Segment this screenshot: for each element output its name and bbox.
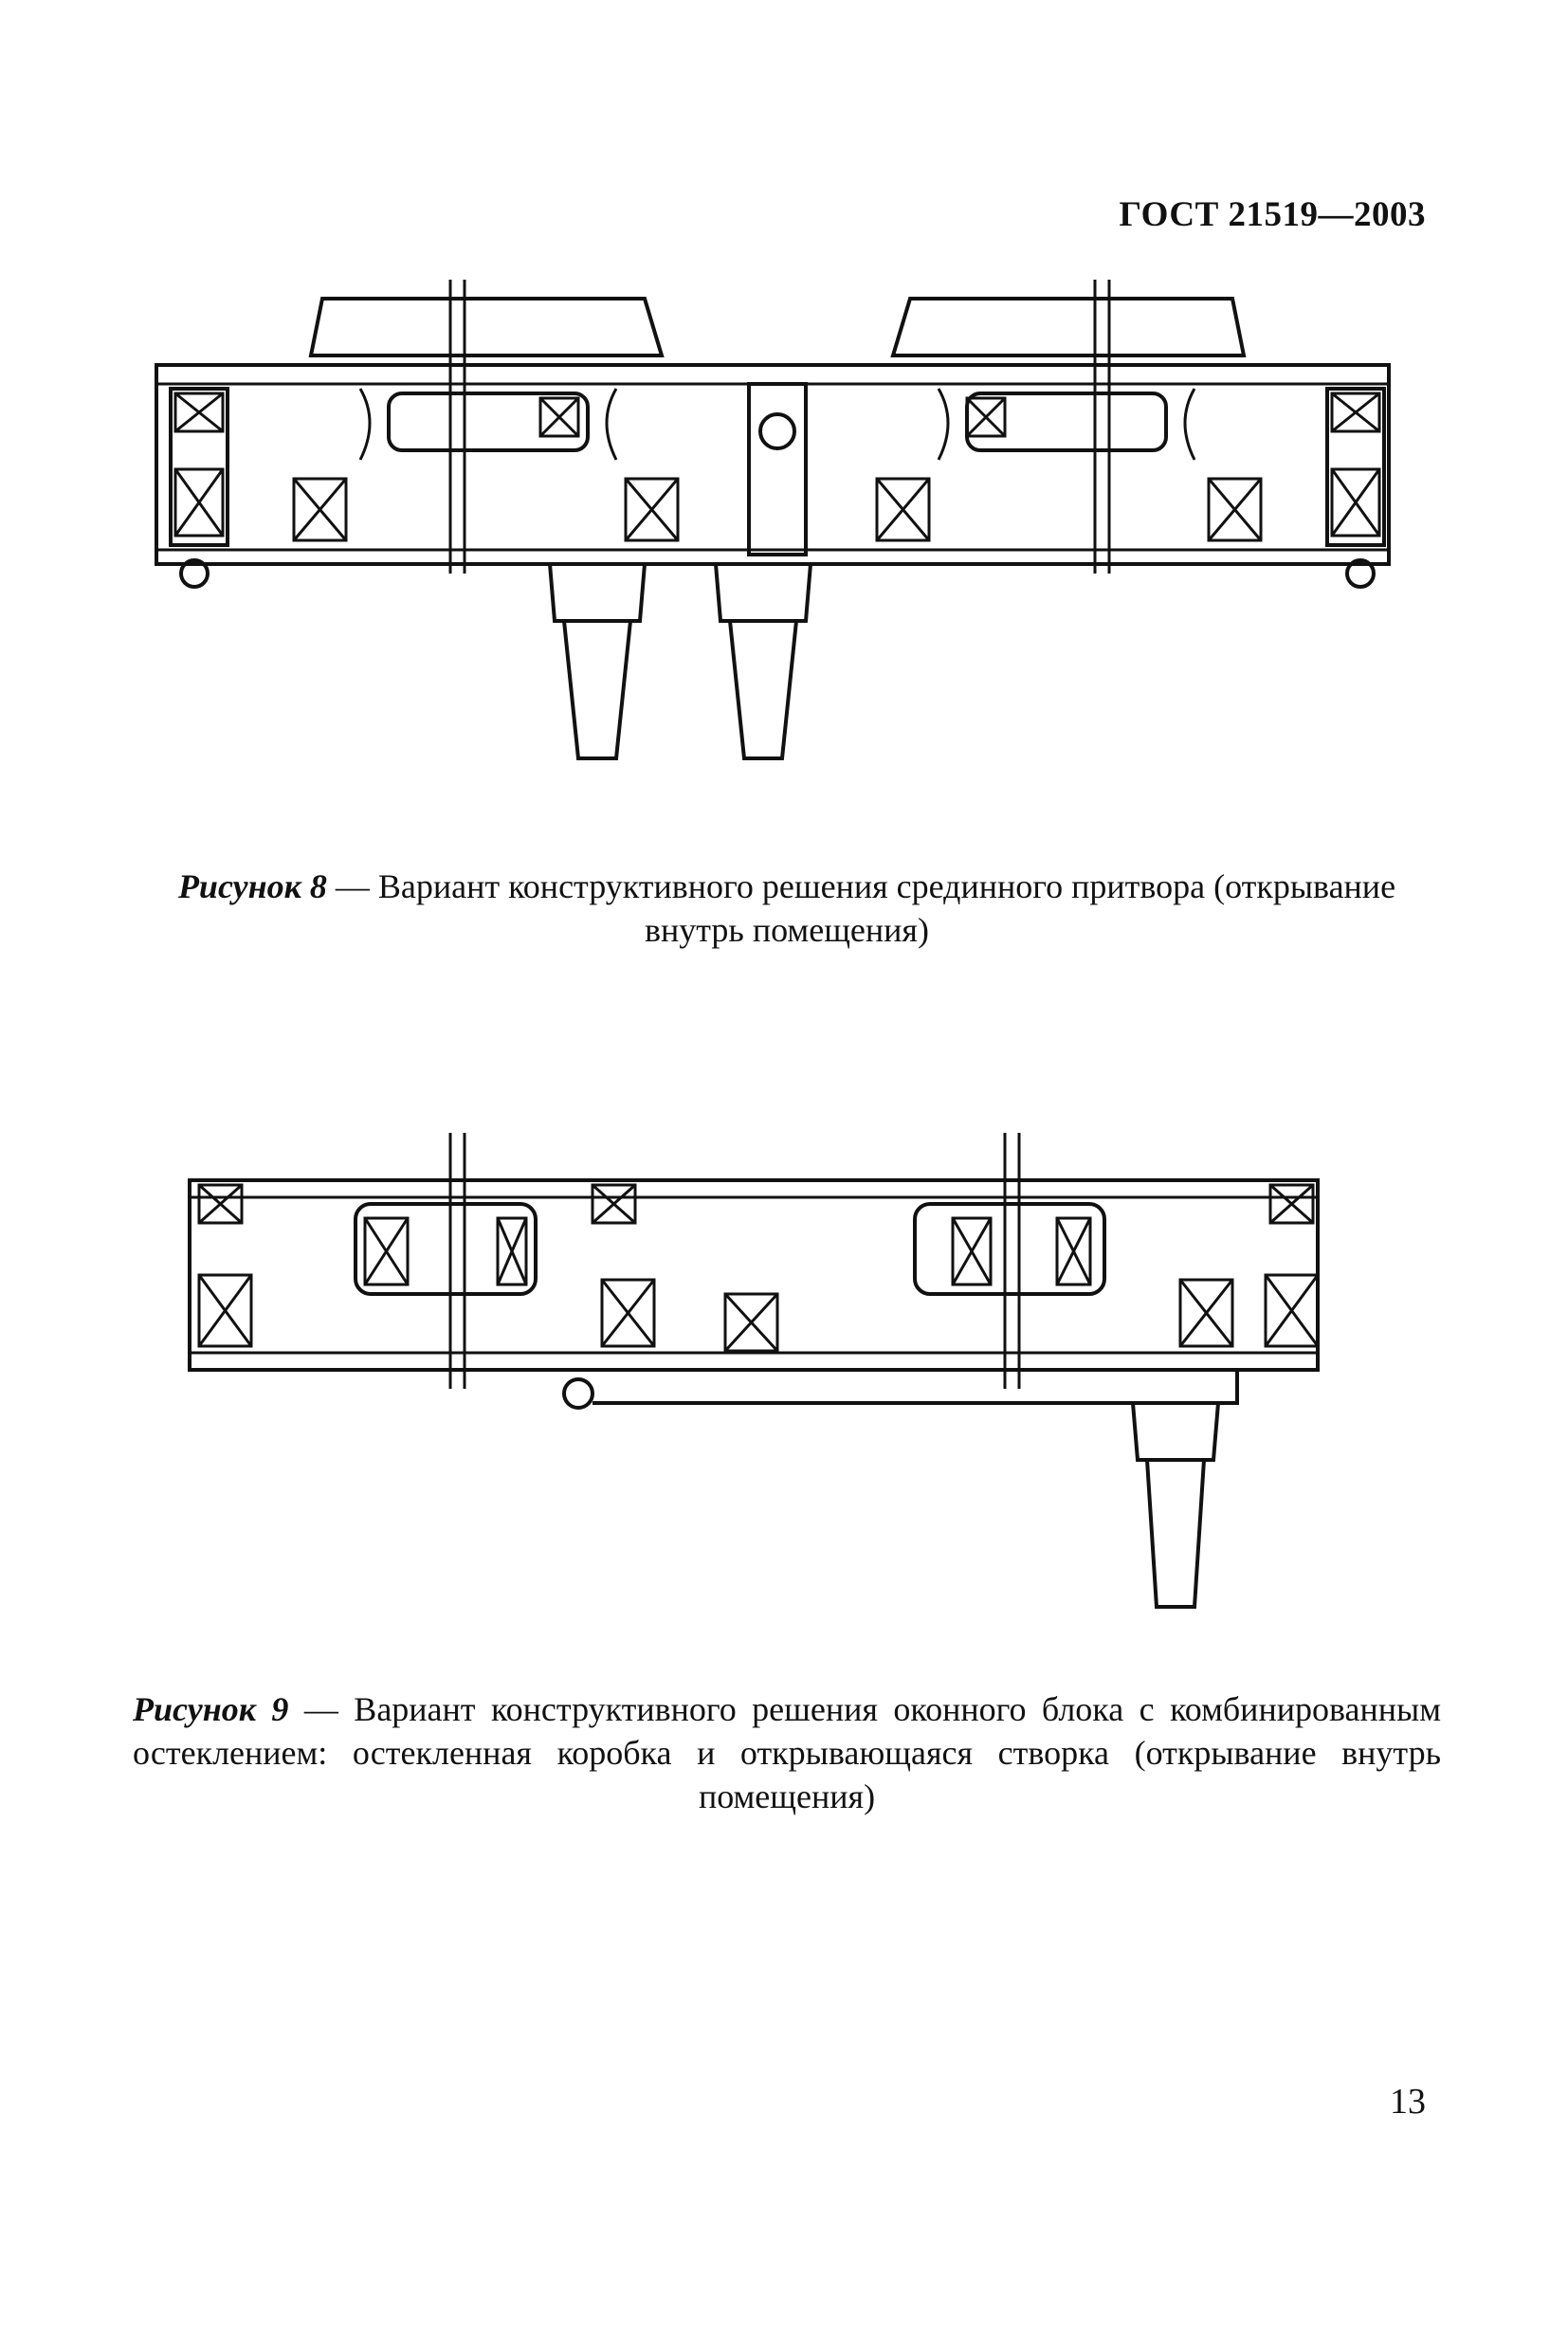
document-code: ГОСТ 21519—2003 (1119, 195, 1426, 234)
figure-8-label: Рисунок 8 (177, 867, 327, 905)
figure-9-label: Рисунок 9 (133, 1690, 289, 1728)
figure-8-caption-text: — Вариант конструктивного решения средин… (326, 867, 1396, 949)
page-number: 13 (1390, 2082, 1426, 2122)
figure-9-caption-text: — Вариант конструктивного решения оконно… (133, 1690, 1441, 1815)
figure-9-drawing (175, 1133, 1332, 1626)
figure-8-caption: Рисунок 8 — Вариант конструктивного реше… (152, 865, 1422, 952)
figure-9-caption: Рисунок 9 — Вариант конструктивного реше… (133, 1687, 1441, 1818)
figure-8-drawing (142, 280, 1413, 773)
